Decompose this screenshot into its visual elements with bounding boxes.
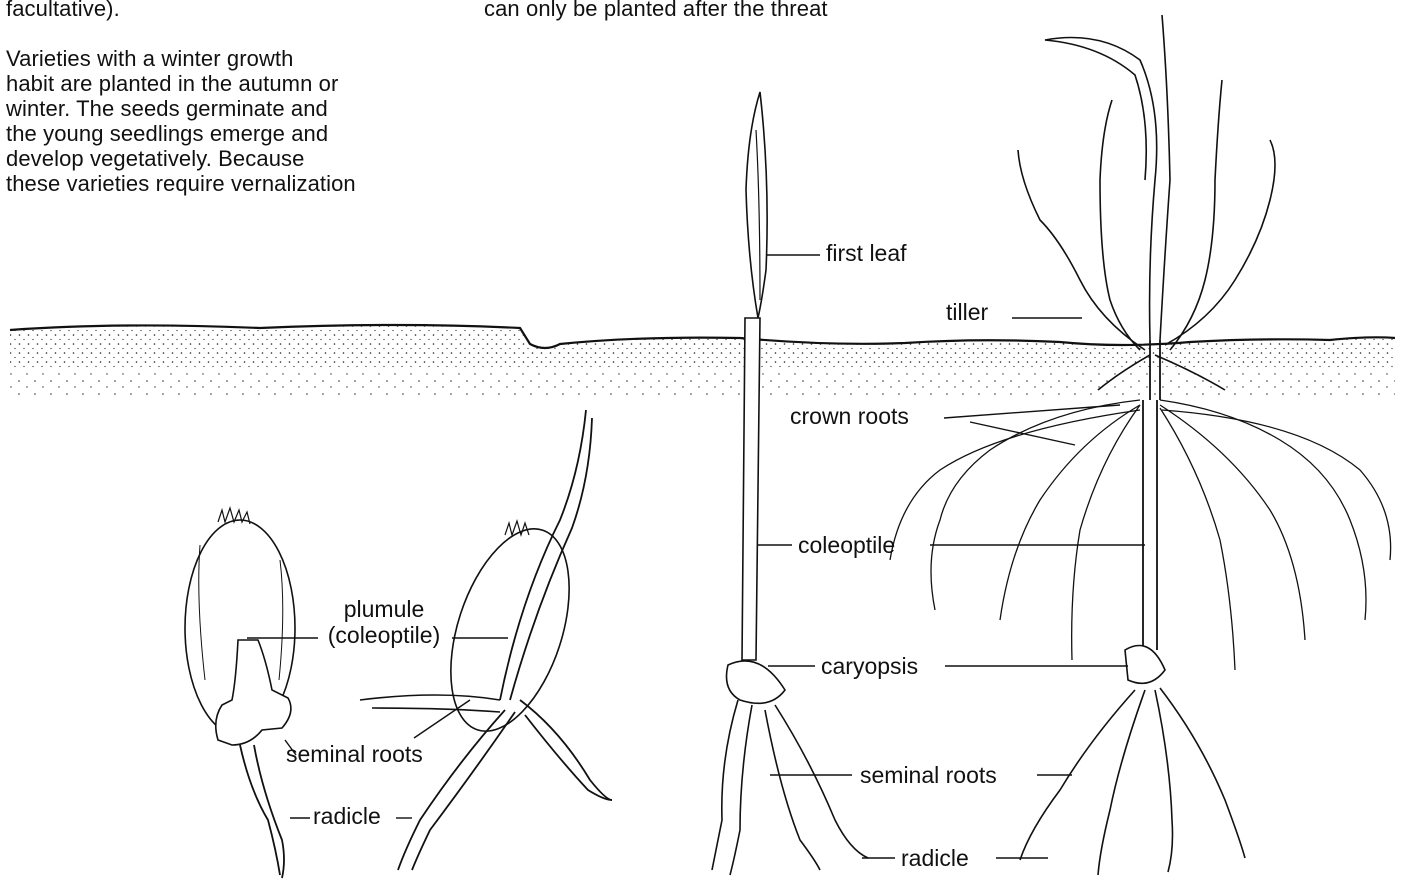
label-plumule-line2: (coleoptile) [318,622,450,648]
label-plumule: plumule (coleoptile) [318,596,450,648]
label-crown-roots: crown roots [790,403,909,429]
label-radicle-small: radicle [313,803,381,829]
seedling-first-leaf [712,92,868,875]
label-seminal-roots-small: seminal roots [286,741,423,767]
label-tiller: tiller [946,299,988,325]
label-radicle-large: radicle [901,845,969,871]
label-plumule-line1: plumule [318,596,450,622]
label-caryopsis: caryopsis [821,653,918,679]
soil-surface [10,325,1395,395]
seminal-roots-tillered [1020,688,1245,875]
label-seminal-roots-large: seminal roots [860,762,997,788]
label-first-leaf: first leaf [826,240,907,266]
germinating-seed-1 [185,508,295,878]
crown-roots [890,400,1391,670]
label-coleoptile: coleoptile [798,532,895,558]
